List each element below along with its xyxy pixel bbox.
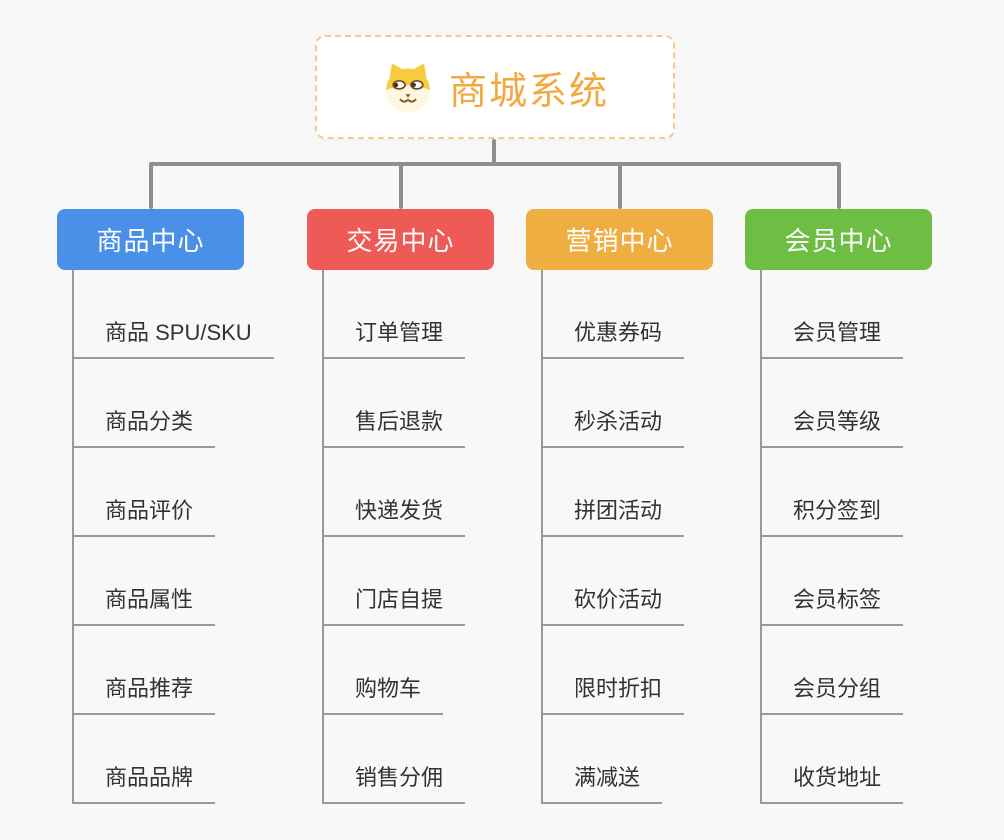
leaf-label[interactable]: 订单管理 <box>322 319 466 359</box>
leaf-node: 会员分组 <box>760 626 904 715</box>
leaf-node: 商品分类 <box>72 359 274 448</box>
leaf-node: 会员标签 <box>760 537 904 626</box>
leaf-node: 商品评价 <box>72 448 274 537</box>
connector-horizontal-bus <box>149 162 841 166</box>
branch-item-list: 会员管理 会员等级 积分签到 会员标签 会员分组 收货地址 <box>760 270 904 804</box>
leaf-node: 商品推荐 <box>72 626 274 715</box>
leaf-node: 限时折扣 <box>541 626 685 715</box>
branch-trunk-line <box>322 270 324 804</box>
leaf-node: 门店自提 <box>322 537 466 626</box>
connector-drop-member <box>837 164 841 209</box>
leaf-node: 秒杀活动 <box>541 359 685 448</box>
leaf-label[interactable]: 门店自提 <box>322 586 466 626</box>
connector-drop-marketing <box>618 164 622 209</box>
leaf-label[interactable]: 商品推荐 <box>72 675 216 715</box>
leaf-node: 商品属性 <box>72 537 274 626</box>
leaf-node: 销售分佣 <box>322 715 466 804</box>
leaf-node: 售后退款 <box>322 359 466 448</box>
connector-root-stub <box>492 139 496 165</box>
branch-item-list: 优惠券码 秒杀活动 拼团活动 砍价活动 限时折扣 满减送 <box>541 270 685 804</box>
leaf-label[interactable]: 限时折扣 <box>541 675 685 715</box>
branch-marketing-center: 营销中心 优惠券码 秒杀活动 拼团活动 砍价活动 限时折扣 满减送 <box>526 209 713 809</box>
leaf-label[interactable]: 满减送 <box>541 764 663 804</box>
root-node-mall-system[interactable]: 商城系统 <box>315 35 675 139</box>
leaf-node: 快递发货 <box>322 448 466 537</box>
connector-drop-trade <box>399 164 403 209</box>
branch-item-list: 商品 SPU/SKU 商品分类 商品评价 商品属性 商品推荐 商品品牌 <box>72 270 274 804</box>
branch-trunk-line <box>760 270 762 804</box>
leaf-label[interactable]: 优惠券码 <box>541 319 685 359</box>
leaf-node: 砍价活动 <box>541 537 685 626</box>
branch-header-member-center[interactable]: 会员中心 <box>745 209 932 270</box>
leaf-label[interactable]: 会员等级 <box>760 408 904 448</box>
leaf-label[interactable]: 商品品牌 <box>72 764 216 804</box>
leaf-label[interactable]: 销售分佣 <box>322 764 466 804</box>
root-node-title: 商城系统 <box>448 70 609 113</box>
branch-trunk-line <box>72 270 74 804</box>
leaf-node: 积分签到 <box>760 448 904 537</box>
leaf-node: 收货地址 <box>760 715 904 804</box>
leaf-label[interactable]: 商品分类 <box>72 408 216 448</box>
leaf-label[interactable]: 秒杀活动 <box>541 408 685 448</box>
leaf-node: 会员管理 <box>760 270 904 359</box>
leaf-label[interactable]: 快递发货 <box>322 497 466 537</box>
leaf-node: 拼团活动 <box>541 448 685 537</box>
branch-member-center: 会员中心 会员管理 会员等级 积分签到 会员标签 会员分组 收货地址 <box>745 209 932 809</box>
connector-drop-product <box>149 164 153 209</box>
leaf-label[interactable]: 积分签到 <box>760 497 904 537</box>
leaf-node: 满减送 <box>541 715 684 804</box>
leaf-label[interactable]: 会员标签 <box>760 586 904 626</box>
leaf-label[interactable]: 商品属性 <box>72 586 216 626</box>
leaf-label[interactable]: 购物车 <box>322 675 444 715</box>
leaf-node: 商品 SPU/SKU <box>72 270 274 359</box>
leaf-label[interactable]: 商品评价 <box>72 497 216 537</box>
leaf-label[interactable]: 会员分组 <box>760 675 904 715</box>
branch-item-list: 订单管理 售后退款 快递发货 门店自提 购物车 销售分佣 <box>322 270 466 804</box>
branch-trade-center: 交易中心 订单管理 售后退款 快递发货 门店自提 购物车 销售分佣 <box>307 209 494 809</box>
leaf-label[interactable]: 拼团活动 <box>541 497 685 537</box>
leaf-node: 商品品牌 <box>72 715 274 804</box>
branch-header-trade-center[interactable]: 交易中心 <box>307 209 494 270</box>
leaf-label[interactable]: 会员管理 <box>760 319 904 359</box>
leaf-node: 订单管理 <box>322 270 466 359</box>
leaf-label[interactable]: 售后退款 <box>322 408 466 448</box>
leaf-label[interactable]: 商品 SPU/SKU <box>72 319 274 359</box>
branch-header-marketing-center[interactable]: 营销中心 <box>526 209 713 270</box>
leaf-label[interactable]: 砍价活动 <box>541 586 685 626</box>
branch-header-product-center[interactable]: 商品中心 <box>57 209 244 270</box>
leaf-node: 购物车 <box>322 626 465 715</box>
leaf-node: 会员等级 <box>760 359 904 448</box>
branch-trunk-line <box>541 270 543 804</box>
dog-face-icon <box>386 63 430 113</box>
branch-product-center: 商品中心 商品 SPU/SKU 商品分类 商品评价 商品属性 商品推荐 商品品牌 <box>57 209 274 809</box>
leaf-label[interactable]: 收货地址 <box>760 764 904 804</box>
leaf-node: 优惠券码 <box>541 270 685 359</box>
